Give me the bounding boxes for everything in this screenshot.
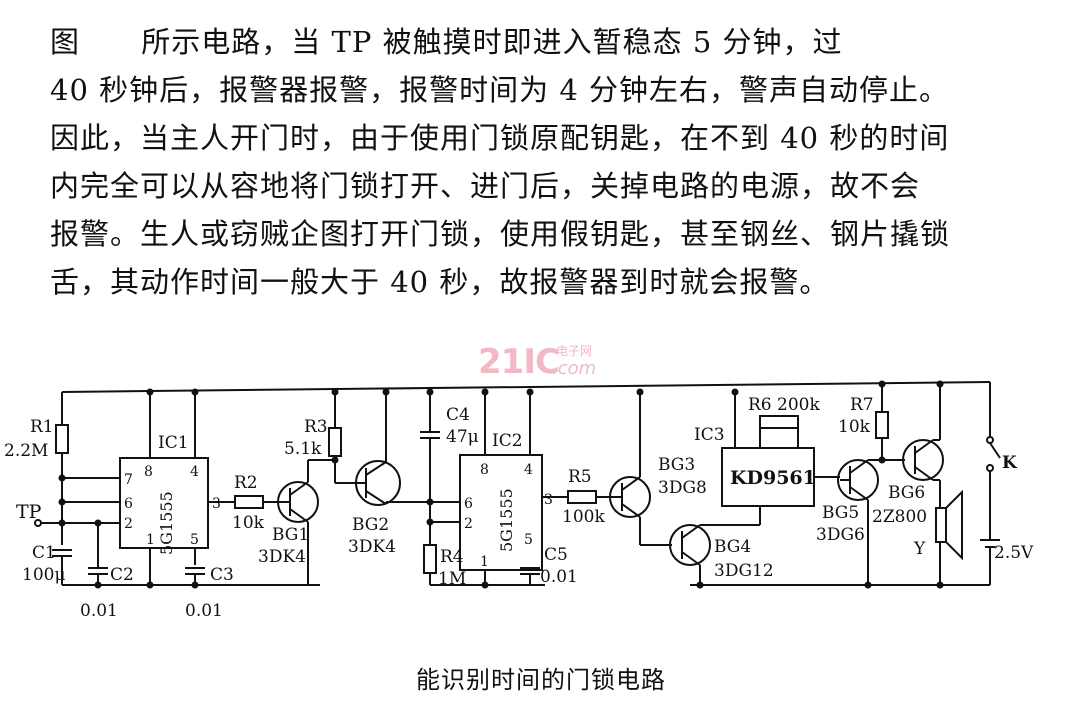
r7-label: R7 <box>850 395 874 415</box>
bg6-transistor <box>902 439 944 481</box>
figure-caption: 能识别时间的门锁电路 <box>416 666 666 694</box>
ic3-label: IC3 <box>694 425 725 445</box>
r5-value: 100k <box>562 507 605 527</box>
watermark-logo: 21IC <box>478 342 560 382</box>
bg5-label: BG5 <box>822 503 859 523</box>
bg4-label: BG4 <box>714 537 751 557</box>
ic1-pin: 5 <box>190 532 199 548</box>
r4-value: 1M <box>438 569 466 589</box>
circuit-schematic: R1 2.2M TP C1 100μ C2 0.01 C3 0.01 IC1 5… <box>4 380 1034 621</box>
ic1-pin: 1 <box>146 532 155 548</box>
c4-value: 47μ <box>446 427 479 447</box>
ic2-pin: 4 <box>524 462 533 478</box>
bg5-transistor <box>837 459 879 501</box>
ic1-pin: 8 <box>144 464 153 480</box>
ic2-pin: 1 <box>480 554 489 570</box>
r2-resistor <box>234 495 264 509</box>
ic1-pin: 6 <box>124 496 133 512</box>
switch-contact <box>986 436 994 444</box>
r7-value: 10k <box>838 417 871 437</box>
c5-label: C5 <box>544 545 568 565</box>
bg3-transistor <box>609 476 651 518</box>
speaker-coil <box>935 507 947 543</box>
bg2-value: 3DK4 <box>348 537 396 557</box>
body-paragraph: 图 所示电路，当 TP 被触摸时即进入暂稳态 5 分钟，过 40 秒钟后，报警器… <box>50 18 1050 306</box>
bg4-transistor <box>669 524 711 566</box>
c2-label: C2 <box>110 565 134 585</box>
c2-value: 0.01 <box>80 601 118 621</box>
ic2-label: IC2 <box>492 431 523 451</box>
ic2-part: 5G1555 <box>497 488 516 552</box>
speaker-label: Y <box>913 539 926 559</box>
r6-resistor <box>759 415 799 429</box>
r6-label: R6 200k <box>748 395 820 415</box>
r2-label: R2 <box>234 473 258 493</box>
tp-label: TP <box>16 501 42 523</box>
ic3-part: KD9561 <box>730 467 816 489</box>
bg3-label: BG3 <box>658 455 695 475</box>
watermark-sub: 电子网 <box>556 344 593 358</box>
switch-contact <box>986 464 994 472</box>
ic1-pin: 2 <box>124 516 133 532</box>
battery-label: 2.5V <box>994 543 1034 563</box>
paragraph-line: 报警。生人或窃贼企图打开门锁，使用假钥匙，甚至钢丝、钢片撬锁 <box>50 217 951 251</box>
paragraph-line: 图 所示电路，当 TP 被触摸时即进入暂稳态 5 分钟，过 <box>50 25 843 59</box>
r3-value: 5.1k <box>284 439 322 459</box>
r4-resistor <box>423 544 437 574</box>
r3-label: R3 <box>304 417 328 437</box>
paragraph-line: 因此，当主人开门时，由于使用门锁原配钥匙，在不到 40 秒的时间 <box>50 121 950 155</box>
watermark-domain: .com <box>552 358 597 379</box>
ic1-pin: 4 <box>190 464 199 480</box>
bg6-label: BG6 <box>888 483 925 503</box>
bg5-value: 3DG6 <box>816 525 865 545</box>
paragraph-line: 舌，其动作时间一般大于 40 秒，故报警器到时就会报警。 <box>50 265 830 299</box>
bg2-label: BG2 <box>352 515 389 535</box>
c4-label: C4 <box>446 405 470 425</box>
speaker-cone <box>945 489 963 561</box>
ic1-part: 5G1555 <box>157 491 176 555</box>
r1-label: R1 <box>30 417 54 437</box>
bg6-value: 2Z800 <box>872 507 927 527</box>
r1-value: 2.2M <box>4 441 48 461</box>
c5-value: 0.01 <box>540 567 578 587</box>
ic2-pin: 3 <box>544 492 553 508</box>
ic1-pin: 7 <box>124 472 133 488</box>
top-rail-wire <box>61 381 991 393</box>
r7-resistor <box>875 411 889 439</box>
site-watermark: 21IC 电子网 .com <box>478 338 618 384</box>
circuit-figure: R1 2.2M TP C1 100μ C2 0.01 C3 0.01 IC1 5… <box>0 340 1082 640</box>
c3-label: C3 <box>210 565 234 585</box>
r5-resistor <box>567 490 597 504</box>
ic2-pin: 2 <box>464 516 473 532</box>
r3-resistor <box>328 427 342 457</box>
switch-lever <box>989 442 1001 459</box>
ic2-pin: 6 <box>464 496 473 512</box>
bg1-label: BG1 <box>272 525 309 545</box>
ic1-label: IC1 <box>158 433 189 453</box>
r1-resistor <box>55 424 69 454</box>
paragraph-line: 内完全可以从容地将门锁打开、进门后，关掉电路的电源，故不会 <box>50 169 921 203</box>
r5-label: R5 <box>568 467 592 487</box>
c3-value: 0.01 <box>185 601 223 621</box>
c1-label: C1 <box>32 543 56 563</box>
bg1-value: 3DK4 <box>258 547 306 567</box>
ic2-pin: 8 <box>480 462 489 478</box>
r4-label: R4 <box>440 547 464 567</box>
paragraph-line: 40 秒钟后，报警器报警，报警时间为 4 分钟左右，警声自动停止。 <box>50 73 950 107</box>
bg4-value: 3DG12 <box>714 561 774 581</box>
switch-label: K <box>1002 453 1018 473</box>
bg1-transistor <box>277 481 319 523</box>
ic2-box <box>459 454 543 571</box>
c1-value: 100μ <box>22 565 66 585</box>
ic1-pin: 3 <box>212 496 221 512</box>
junction-dots <box>58 380 944 589</box>
bg3-value: 3DG8 <box>658 478 707 498</box>
r2-value: 10k <box>232 513 265 533</box>
ic2-pin: 5 <box>524 532 533 548</box>
